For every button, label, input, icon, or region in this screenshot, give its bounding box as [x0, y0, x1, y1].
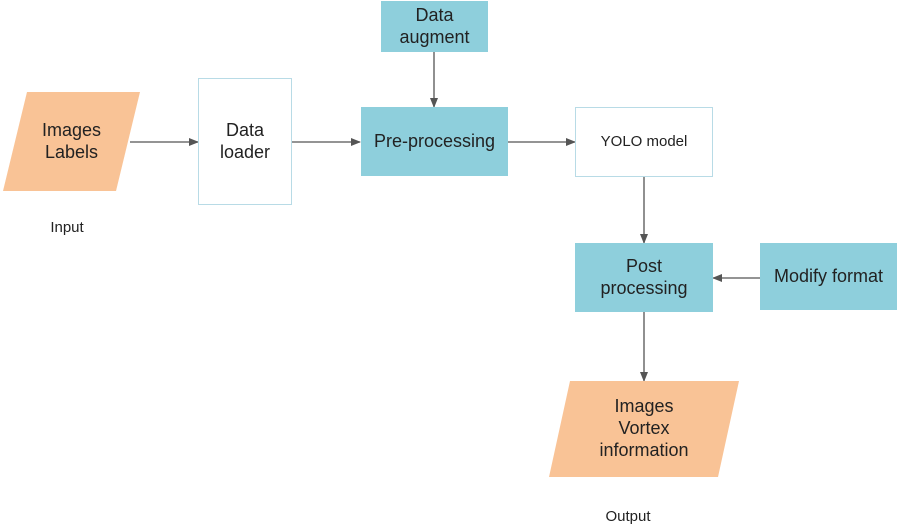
- modify-format-node: Modify format: [760, 243, 897, 310]
- data-augment-line-2: augment: [399, 26, 470, 47]
- yolo-model-node: YOLO model: [575, 107, 713, 177]
- input-node: Images Labels: [3, 92, 140, 191]
- data-augment-line-1: Data: [415, 4, 454, 25]
- input-caption: Input: [50, 219, 84, 236]
- output-line-1: Images: [614, 396, 674, 417]
- output-node-label: Images Vortex information: [549, 381, 739, 477]
- output-line-3: information: [599, 439, 689, 460]
- data-augment-node: Data augment: [381, 1, 488, 52]
- output-node: Images Vortex information: [549, 381, 739, 477]
- input-line-1: Images: [41, 119, 102, 140]
- modify-format-label: Modify format: [773, 265, 884, 286]
- yolo-model-label: YOLO model: [600, 132, 688, 150]
- input-node-label: Images Labels: [3, 92, 140, 191]
- input-shape: [3, 92, 140, 191]
- output-caption: Output: [605, 508, 651, 525]
- post-processing-node: Post processing: [575, 243, 713, 312]
- post-processing-line-1: Post: [625, 255, 663, 276]
- post-processing-line-2: processing: [600, 277, 688, 298]
- input-line-2: Labels: [44, 141, 99, 162]
- output-shape: [549, 381, 739, 477]
- data-loader-line-2: loader: [219, 141, 271, 162]
- data-loader-node: Data loader: [198, 78, 292, 205]
- pre-processing-label: Pre-processing: [373, 130, 496, 151]
- output-line-2: Vortex: [618, 418, 670, 439]
- data-loader-line-1: Data: [225, 119, 265, 140]
- pre-processing-node: Pre-processing: [361, 107, 508, 176]
